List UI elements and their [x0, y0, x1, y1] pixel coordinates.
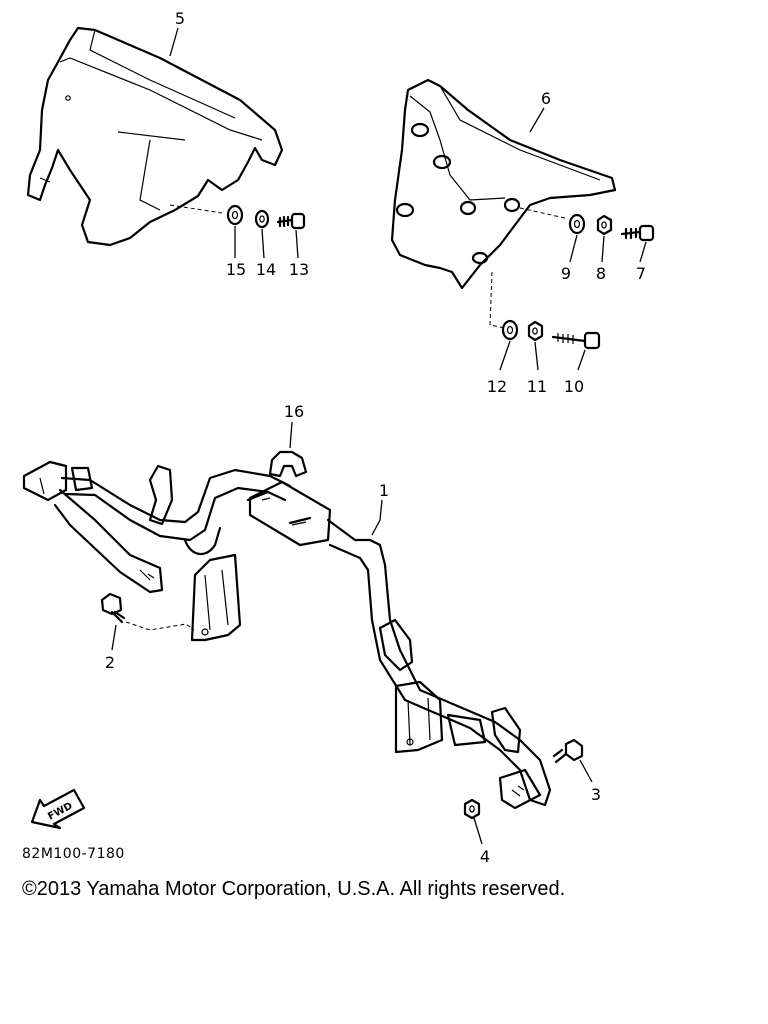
- part-7-screw: [620, 224, 655, 242]
- copyright-notice: ©2013 Yamaha Motor Corporation, U.S.A. A…: [22, 878, 566, 900]
- callout-12: 12: [487, 377, 507, 396]
- part-6-cover: [390, 78, 617, 329]
- callout-1: 1: [379, 481, 389, 500]
- part-11-nut: [527, 320, 544, 342]
- callout-15: 15: [226, 260, 246, 279]
- drawing-code: 82M100-7180: [22, 846, 125, 862]
- callout-8: 8: [596, 264, 606, 283]
- part-4-nut: [463, 798, 483, 845]
- part-1-bracket: [22, 460, 552, 810]
- callout-4: 4: [480, 847, 490, 866]
- callout-2: 2: [105, 653, 115, 672]
- part-3-bolt: [552, 738, 593, 783]
- callout-5: 5: [175, 9, 185, 28]
- part-16-clamp: [268, 450, 308, 478]
- part-15-washer: [226, 204, 244, 226]
- callout-14: 14: [256, 260, 276, 279]
- part-13-screw: [276, 212, 306, 230]
- part-14-washer: [254, 209, 270, 229]
- callout-7: 7: [636, 264, 646, 283]
- callout-6: 6: [541, 89, 551, 108]
- callout-9: 9: [561, 264, 571, 283]
- part-9-washer: [568, 213, 586, 235]
- callout-10: 10: [564, 377, 584, 396]
- part-10-bolt: [551, 331, 601, 350]
- part-5-cover: [26, 26, 284, 247]
- part-2-bolt: [100, 592, 195, 651]
- callout-11: 11: [527, 377, 547, 396]
- fwd-arrow-icon: FWD: [30, 788, 86, 830]
- callout-13: 13: [289, 260, 309, 279]
- part-12-washer: [501, 319, 519, 341]
- part-8-nut: [596, 214, 613, 236]
- fwd-label: FWD: [46, 801, 74, 823]
- callout-3: 3: [591, 785, 601, 804]
- callout-16: 16: [284, 402, 304, 421]
